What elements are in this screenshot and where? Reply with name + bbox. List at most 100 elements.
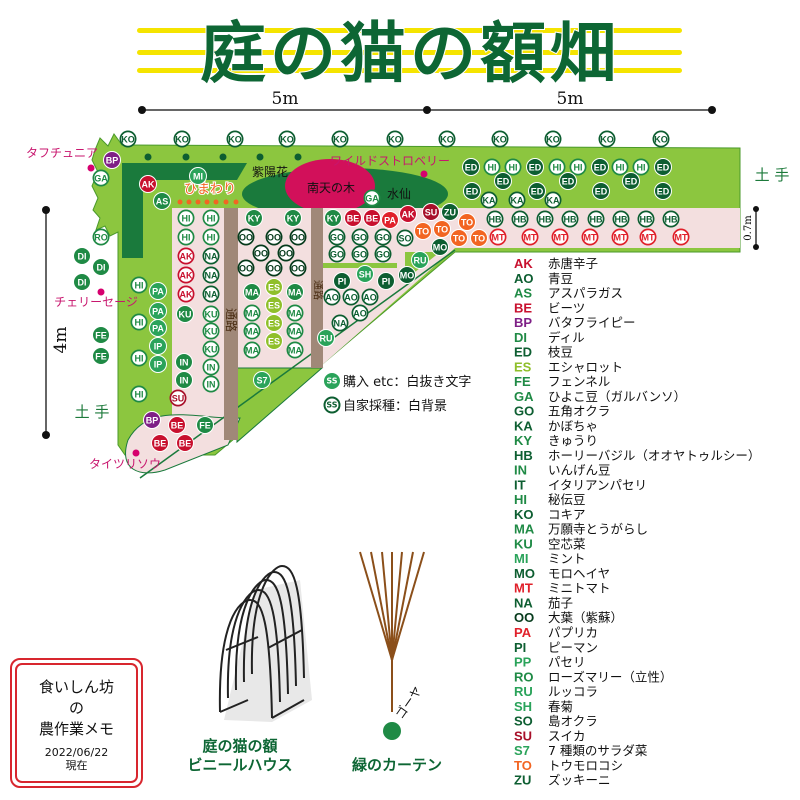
svg-text:FE: FE [95,352,107,362]
svg-text:MI: MI [193,172,203,182]
greenhouse-caption-2: ビニールハウス [187,756,292,774]
plant-marker-to: TO [450,229,468,247]
plant-marker-ip: IP [149,337,167,355]
svg-text:AK: AK [180,290,193,300]
legend-code: AK [514,256,533,271]
svg-text:BE: BE [366,214,379,224]
svg-text:ED: ED [562,177,575,187]
title-banner: 庭の猫の額畑 [137,14,682,93]
plant-marker-hb: HB [612,210,630,228]
legend-name: ズッキーニ [548,773,611,788]
plant-marker-pa: PA [149,319,167,337]
svg-text:ED: ED [657,163,670,173]
plant-marker-na: NA [202,266,220,284]
svg-text:TO: TO [453,234,465,244]
svg-text:SU: SU [425,208,438,218]
plant-marker-ak: AK [177,266,195,284]
legend-name: スイカ [548,728,586,743]
plant-marker-es: ES [265,332,283,350]
plant-marker-in: IN [202,375,220,393]
mint-bed [122,163,247,258]
legend-code: SO [514,714,533,729]
plant-marker-hb: HB [662,210,680,228]
svg-text:KA: KA [511,196,524,206]
svg-text:ZU: ZU [444,208,456,218]
path-1-label: 通路 [224,308,239,332]
plant-marker-ed: ED [591,158,609,176]
svg-text:KO: KO [493,135,507,145]
plant-marker-fe: FE [92,347,110,365]
plant-marker-es: ES [265,296,283,314]
legend-code: S7 [514,743,530,758]
svg-text:HI: HI [207,214,216,224]
plant-marker-oo: OO [289,259,307,277]
plant-marker-hi: HI [130,313,148,331]
legend-name: バタフライピー [548,315,636,330]
legend-code: KY [514,433,532,448]
plant-marker-go: GO [351,245,369,263]
svg-text:HI: HI [182,233,191,243]
legend-code: KO [514,507,534,522]
goya-plant-icon [383,722,401,740]
plant-marker-be: BE [151,434,169,452]
plant-marker-pa: PA [149,302,167,320]
svg-text:GO: GO [353,250,367,260]
svg-text:MT: MT [492,233,505,243]
legend-name: ディル [548,330,585,345]
plant-marker-to: TO [458,213,476,231]
svg-text:MT: MT [524,233,537,243]
svg-text:GO: GO [376,250,390,260]
svg-text:KO: KO [388,135,402,145]
memo-date-suffix: 現在 [65,759,88,772]
plant-marker-in: IN [175,371,193,389]
plant-marker-ed: ED [559,172,577,190]
svg-text:KO: KO [546,135,560,145]
legend-name: パプリカ [548,625,598,640]
svg-text:IP: IP [154,360,163,370]
plant-marker-mt: MT [672,228,690,246]
plant-marker-ko: KO [652,130,670,148]
svg-text:AK: AK [402,210,415,220]
plant-marker-to: TO [433,220,451,238]
svg-text:TO: TO [461,218,473,228]
path-1 [224,208,238,440]
svg-text:MA: MA [288,288,302,298]
title-stripe [137,68,682,73]
plant-marker-be: BE [363,209,381,227]
svg-text:OO: OO [267,264,281,274]
svg-text:MA: MA [288,346,302,356]
legend-code: MO [514,566,535,581]
svg-text:HI: HI [616,163,625,173]
cherry-sage-label: チェリーセージ [54,295,138,309]
svg-text:HI: HI [135,390,144,400]
plant-marker-oo: OO [277,244,295,262]
plant-marker-hi: HI [177,209,195,227]
plant-marker-oo: OO [237,228,255,246]
tiarella-label: タイツリソウ [89,457,161,471]
svg-text:SU: SU [172,394,185,404]
page-title: 庭の猫の額畑 [200,15,620,92]
svg-text:HB: HB [665,215,678,225]
svg-text:KO: KO [228,135,242,145]
plant-marker-ak: AK [139,175,157,193]
svg-text:MA: MA [245,327,259,337]
plant-marker-hi: HI [483,158,501,176]
svg-text:MO: MO [400,271,415,281]
plant-marker-ga: GA [92,169,110,187]
hydrangea-label: 紫陽花 [252,164,288,179]
svg-text:DI: DI [78,252,87,262]
svg-text:HB: HB [489,215,502,225]
svg-text:ED: ED [529,163,542,173]
